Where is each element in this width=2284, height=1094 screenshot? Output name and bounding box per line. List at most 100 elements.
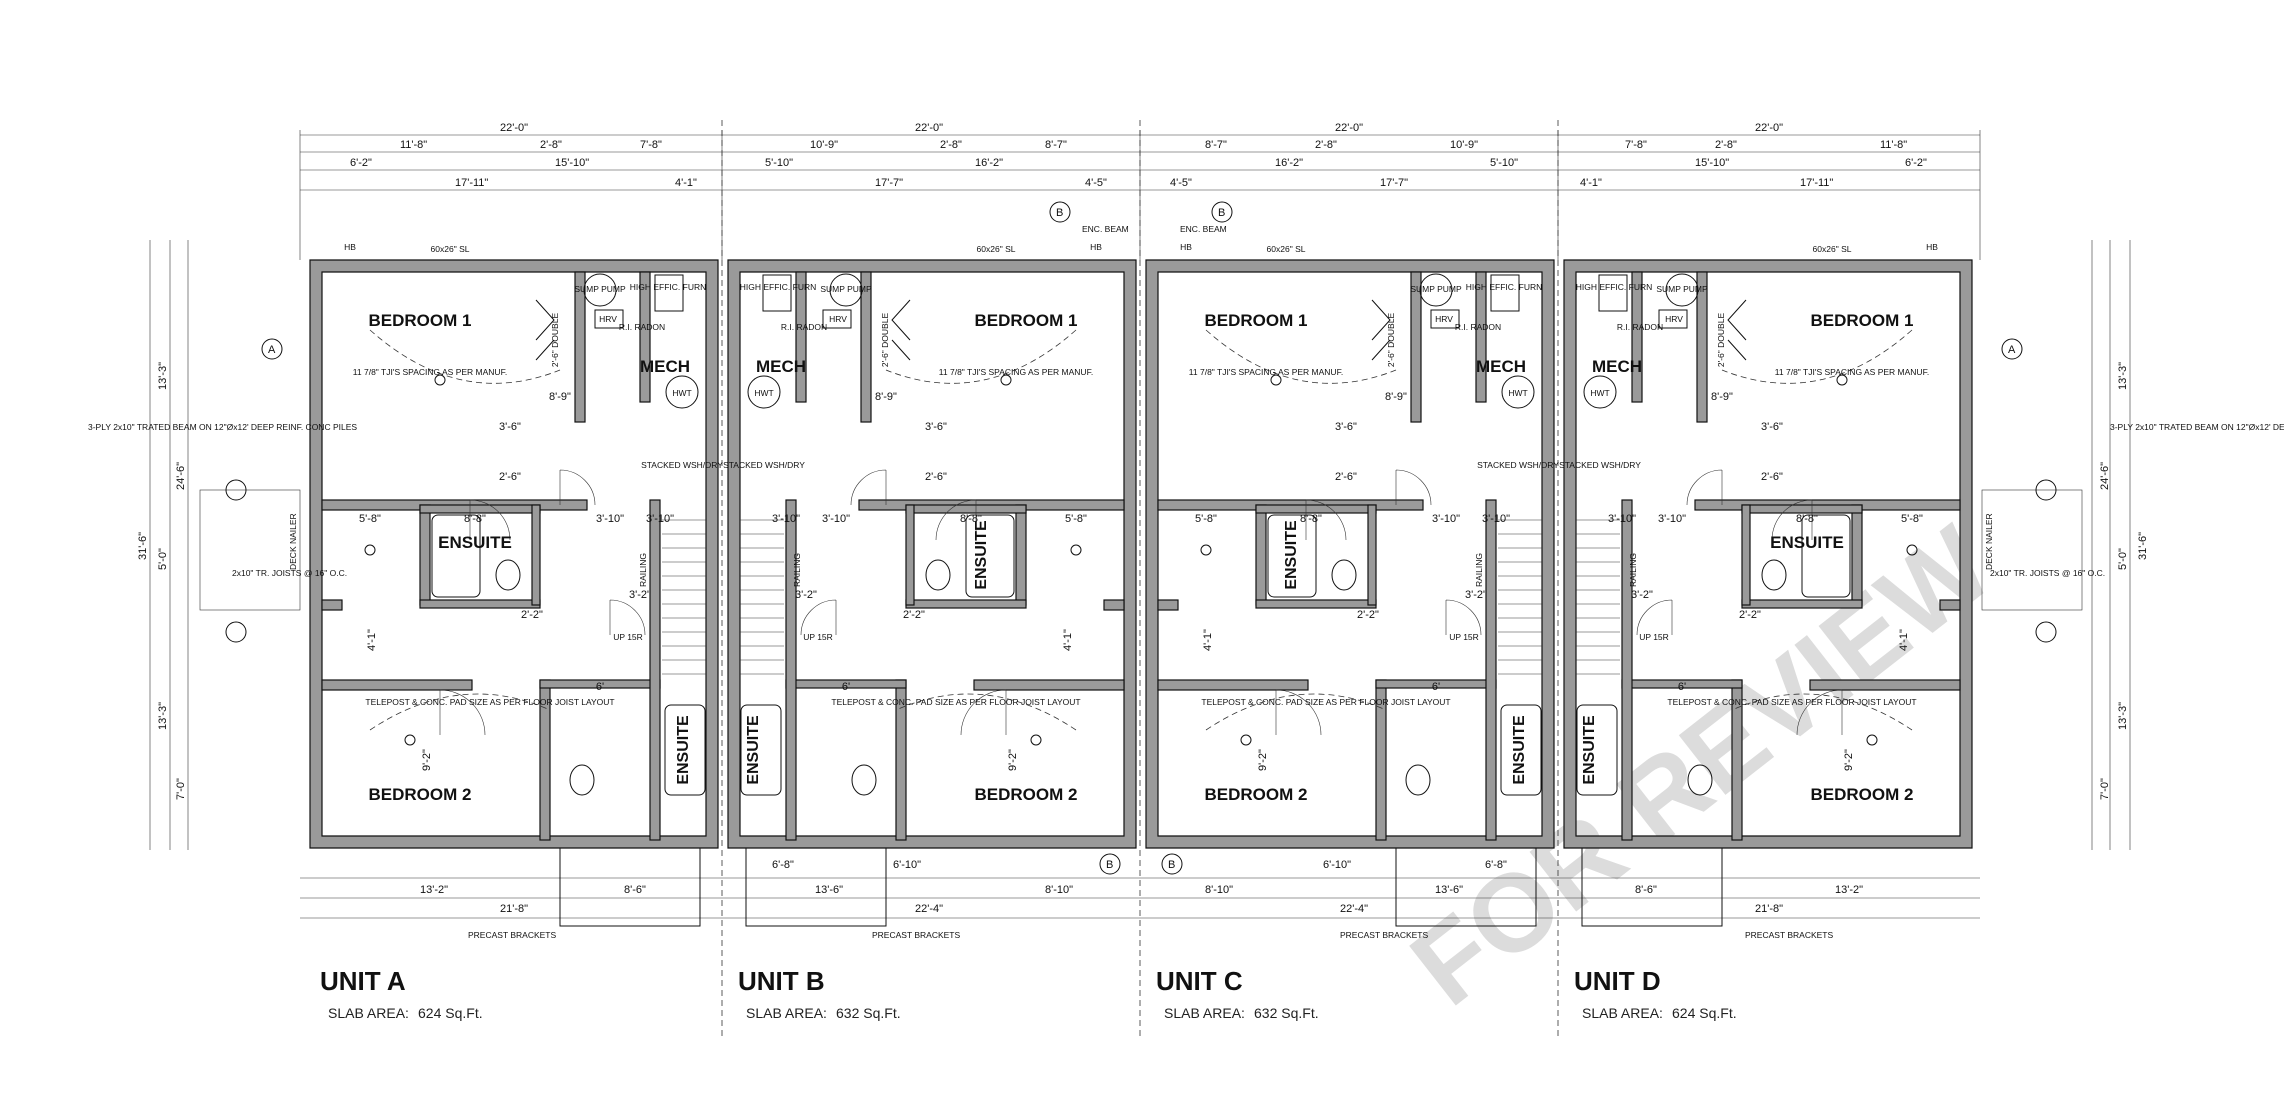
precast-labels: PRECAST BRACKETS PRECAST BRACKETS PRECAS… [468,930,1834,940]
interior-dim: 9'-2" [1257,749,1269,771]
sump-pump [583,273,617,307]
dim-label: 17'-7" [1380,177,1408,189]
dim-label: 6'-10" [1323,859,1351,871]
porch [745,847,887,927]
room-label-bedroom-1: BEDROOM 1 [1811,311,1914,330]
interior-dim: 5'-8" [1901,513,1923,525]
interior-wall [1741,504,1751,606]
dim-label: 13'-6" [1435,884,1463,896]
unit-dividers [721,120,1559,1040]
deck-left: 3-PLY 2x10" TRATED BEAM ON 12"Øx12' DEEP… [88,422,357,643]
door-swing [1636,599,1673,636]
room-label-bedroom-2: BEDROOM 2 [1205,785,1308,804]
interior-dim: 4'-1" [1062,629,1074,651]
interior-wall [1255,504,1267,606]
telepost-note: TELEPOST & CONC. PAD SIZE AS PER FLOOR J… [365,697,614,707]
sump-note: SUMP PUMP [1410,284,1462,294]
interior-dim: 4'-1" [366,629,378,651]
door-swing [559,469,596,506]
room-label-bedroom-1: BEDROOM 1 [369,311,472,330]
dim-label: 13'-2" [1835,884,1863,896]
dim-label: 17'-11" [1800,177,1833,189]
interior-dim: 2'-2" [1357,609,1379,621]
telepost-note: TELEPOST & CONC. PAD SIZE AS PER FLOOR J… [1201,697,1450,707]
bottom-dim-row3: 22'-4" 22'-4" [915,903,1368,915]
unit-b-plan-body [727,259,1137,927]
interior-dim: 9'-2" [421,749,433,771]
dim-label: 8'-10" [1205,884,1233,896]
bottom-dimension-lines [300,877,1980,919]
unit-d-slab-value: 624 Sq.Ft. [1672,1005,1737,1021]
door-swing [800,599,837,636]
double-closet-note: 2'-6" DOUBLE [550,313,560,368]
interior-wall [419,504,541,514]
room-label-ensuite: ENSUITE [973,520,990,590]
dim-label: 22'-4" [915,903,943,915]
light-fixture [1270,374,1282,386]
light-fixture [1200,544,1212,556]
interior-wall [1696,271,1708,423]
beam-note-left: 3-PLY 2x10" TRATED BEAM ON 12"Øx12' DEEP… [88,422,357,432]
door-swing [1686,469,1723,506]
water-heater [747,375,781,409]
dim-label: 5'-10" [1490,157,1518,169]
interior-wall [1255,504,1377,514]
dim-label: 24'-6" [175,462,187,490]
stacked-note: STACKED WSH/DRY [1477,460,1559,470]
railing-note: RAILING [1474,553,1484,587]
room-label-ensuite-2: ENSUITE [1511,715,1528,785]
interior-dim: 3'-10" [646,513,674,525]
dim-label: 15'-10" [555,157,589,169]
toilet [1687,764,1713,796]
light-fixture [434,374,446,386]
interior-wall [1157,599,1179,611]
interior-wall [531,504,541,606]
light-circuit [885,329,1077,384]
furnace [1598,274,1628,312]
unit-d-title-block: UNIT D SLAB AREA: 624 Sq.Ft. [1574,966,1737,1021]
dim-label: 16'-2" [975,157,1003,169]
railing-note: RAILING [638,553,648,587]
room-label-ensuite-2: ENSUITE [745,715,762,785]
stair-up-note: UP 15R [613,632,643,642]
unit-c-plan-body [1145,259,1555,927]
door-swing [960,689,1007,736]
double-closet-note: 2'-6" DOUBLE [1716,313,1726,368]
radon-note: R.I. RADON [781,322,827,332]
interior-wall [1631,271,1643,403]
door-swing [469,499,511,541]
door-swing [850,469,887,506]
window-note: 60x26" SL [1813,244,1852,254]
window-note: 60x26" SL [977,244,1016,254]
room-label-bedroom-1: BEDROOM 1 [975,311,1078,330]
dim-label: 13'-6" [815,884,843,896]
interior-wall [1015,504,1027,606]
precast-label: PRECAST BRACKETS [468,930,557,940]
interior-dim: 3'-10" [822,513,850,525]
hrv-unit [594,309,624,329]
light-fixture [1070,544,1082,556]
room-label-mech: MECH [1592,357,1642,376]
stair-up-note: UP 15R [1449,632,1479,642]
unit-titles: UNIT A SLAB AREA: 624 Sq.Ft. UNIT B SLAB… [320,966,1737,1021]
unit-d-slab-label: SLAB AREA: [1582,1005,1663,1021]
dim-label: 15'-10" [1695,157,1729,169]
interior-dim: 8'-9" [1385,391,1407,403]
stacked-note: STACKED WSH/DRY [641,460,723,470]
furnace [762,274,792,312]
interior-dim: 3'-6" [499,421,521,433]
interior-dim: 2'-6" [1335,471,1357,483]
interior-wall [419,599,541,609]
interior-dim: 3'-6" [925,421,947,433]
light-fixture [1000,374,1012,386]
dim-label: 2'-8" [940,139,962,151]
toilet [1405,764,1431,796]
light-circuit [1721,329,1913,384]
interior-dim: 2'-6" [925,471,947,483]
hrv-unit [1658,309,1688,329]
